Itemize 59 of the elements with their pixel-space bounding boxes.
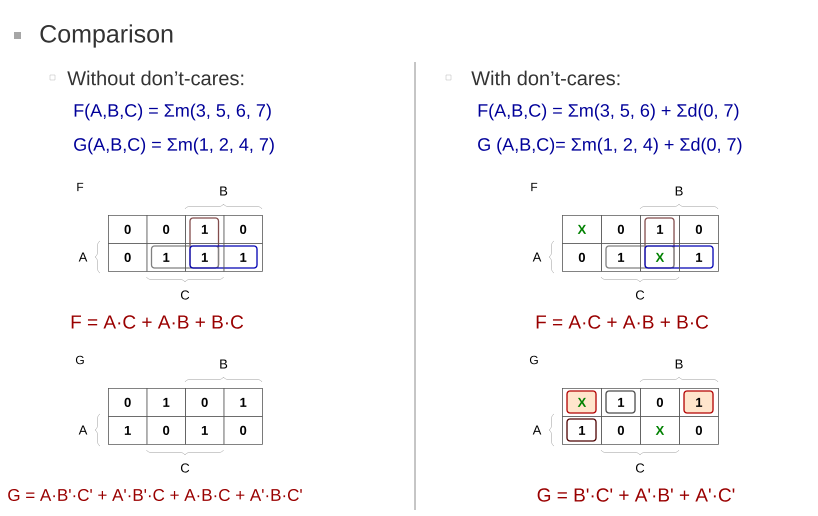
kmap-cell: 1 bbox=[185, 243, 224, 272]
bullet-text: With don’t-cares: bbox=[471, 70, 620, 86]
kmap-cell: 0 bbox=[224, 416, 263, 445]
formula: G(A,B,C) = Σm(1, 2, 4, 7) bbox=[74, 138, 274, 154]
kmap-cell: 1 bbox=[601, 388, 641, 417]
bullet-text: Without don’t-cares: bbox=[67, 70, 244, 86]
formula: G (A,B,C)= Σm(1, 2, 4) + Σd(0, 7) bbox=[478, 138, 742, 154]
kmap-cell: 0 bbox=[108, 388, 148, 417]
equation: F = A·C + A·B + B·C bbox=[536, 315, 708, 329]
axis-label: A bbox=[78, 426, 88, 434]
axis-label: B bbox=[220, 186, 228, 196]
equation: G = A·B'·C' + A'·B'·C + A·B·C + A'·B·C' bbox=[8, 488, 302, 502]
map-label: F bbox=[531, 182, 538, 192]
kmap-cell: X bbox=[562, 215, 602, 244]
kmap-cell: 1 bbox=[108, 416, 148, 445]
kmap-cell: 0 bbox=[185, 388, 224, 417]
kmap-cell: 1 bbox=[679, 243, 719, 272]
kmap-cell: 1 bbox=[679, 388, 719, 417]
kmap-cell: 1 bbox=[562, 416, 602, 445]
axis-label: C bbox=[180, 290, 190, 300]
kmap-cell: 1 bbox=[185, 215, 224, 244]
kmap-cell: 1 bbox=[146, 388, 186, 417]
kmap-cell: 0 bbox=[108, 215, 148, 244]
kmap-cell: 1 bbox=[224, 388, 263, 417]
axis-label: C bbox=[180, 463, 190, 473]
formula: F(A,B,C) = Σm(3, 5, 6) + Σd(0, 7) bbox=[478, 104, 738, 120]
axis-label: C bbox=[636, 463, 644, 473]
formula: F(A,B,C) = Σm(3, 5, 6, 7) bbox=[74, 104, 271, 120]
kmap-cell: 0 bbox=[640, 388, 680, 417]
equation: F = A·C + A·B + B·C bbox=[72, 315, 244, 329]
axis-label: B bbox=[676, 360, 683, 368]
equation: G = B'·C' + A'·B' + A'·C' bbox=[538, 488, 734, 502]
map-label: G bbox=[530, 356, 538, 364]
kmap-cell: X bbox=[640, 243, 680, 272]
kmap-cell: 1 bbox=[224, 243, 263, 272]
kmap-cell: 0 bbox=[146, 215, 186, 244]
kmap-cell: 1 bbox=[601, 243, 641, 272]
kmap-cell: 0 bbox=[679, 215, 719, 244]
kmap-cell: 1 bbox=[640, 215, 680, 244]
kmap-cell: 0 bbox=[224, 215, 263, 244]
axis-label: A bbox=[532, 252, 542, 262]
kmap-cell: 0 bbox=[146, 416, 186, 445]
kmap-cell: 0 bbox=[108, 243, 148, 272]
kmap-cell: 0 bbox=[679, 416, 719, 445]
kmap-cell: X bbox=[562, 388, 602, 417]
slide-title: Comparison bbox=[40, 24, 172, 48]
axis-label: A bbox=[532, 426, 542, 434]
kmap-cell: 0 bbox=[562, 243, 602, 272]
map-label: G bbox=[76, 356, 84, 364]
kmap-cell: X bbox=[640, 416, 680, 445]
kmap-cell: 1 bbox=[185, 416, 224, 445]
kmap-cell: 0 bbox=[601, 215, 641, 244]
kmap-cell: 0 bbox=[601, 416, 641, 445]
axis-label: B bbox=[220, 360, 228, 368]
map-label: F bbox=[77, 182, 84, 192]
axis-label: C bbox=[636, 290, 644, 300]
kmap-cell: 1 bbox=[146, 243, 186, 272]
axis-label: B bbox=[676, 186, 683, 196]
axis-label: A bbox=[78, 252, 88, 262]
